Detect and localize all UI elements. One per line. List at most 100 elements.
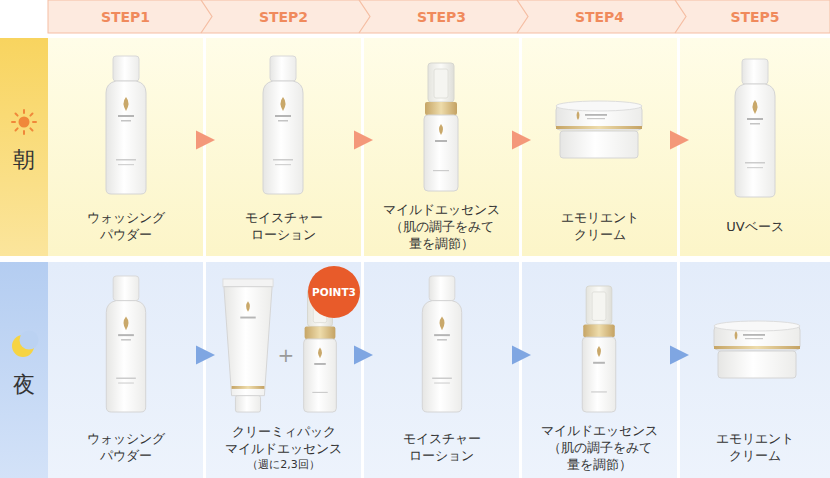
step-cell: エモリエント クリーム: [680, 262, 830, 478]
text-line: パウダー: [100, 226, 152, 243]
node-text: エモリエント クリーム: [522, 209, 677, 243]
text-line: STEP4: [575, 8, 624, 26]
node-text: STEP2: [206, 8, 361, 26]
text-line: STEP2: [259, 8, 308, 26]
step-arrow: [512, 346, 531, 365]
node-text: エモリエント クリーム: [680, 430, 830, 464]
node-text: ウォッシング パウダー: [48, 430, 203, 464]
node-text-group: モイスチャー ローション: [206, 209, 361, 243]
node-text-group: モイスチャー ローション: [364, 430, 519, 464]
node-text: UVベース: [680, 218, 830, 235]
text-line: ウォッシング: [87, 209, 165, 226]
node-text: マイルドエッセンス （肌の調子をみて 量を調節）: [522, 422, 677, 473]
node-text: クリーミィパック マイルドエッセンス: [206, 423, 361, 457]
node-text: STEP3: [364, 8, 519, 26]
text-line: ローション: [251, 226, 316, 243]
step-cell: モイスチャー ローション: [206, 38, 361, 256]
step-cell: エモリエント クリーム: [522, 38, 677, 256]
moon-icon: [12, 331, 39, 358]
time-band: 夜: [0, 262, 48, 478]
node-text: モイスチャー ローション: [364, 430, 519, 464]
step-header: [48, 0, 830, 33]
node-text-group: ウォッシング パウダー: [48, 430, 203, 464]
node-text-group: STEP4: [522, 8, 677, 26]
text-line: 量を調節）: [409, 235, 474, 252]
node-text-group: 夜: [0, 372, 48, 398]
text-line: クリーム: [729, 447, 781, 464]
node-text: STEP4: [522, 8, 677, 26]
step-cell: マイルドエッセンス （肌の調子をみて 量を調節）: [364, 38, 519, 256]
node-text-group: UVベース: [680, 218, 830, 235]
text-line: POINT3: [312, 286, 356, 299]
step-chevron: STEP2: [206, 0, 361, 33]
step-arrow: [196, 131, 215, 150]
step-chevron: STEP4: [522, 0, 677, 33]
step-arrow: [354, 346, 373, 365]
point-badge: POINT3: [308, 266, 360, 318]
node-text-group: STEP2: [206, 8, 361, 26]
text-line: マイルドエッセンス: [541, 422, 658, 439]
text-line: STEP3: [417, 8, 466, 26]
text-line: エモリエント: [716, 430, 794, 447]
step-cell: ウォッシング パウダー: [48, 38, 203, 256]
text-line: パウダー: [100, 447, 152, 464]
text-line: ローション: [409, 447, 474, 464]
node-text-group: ウォッシング パウダー: [48, 209, 203, 243]
node-text: STEP5: [680, 8, 830, 26]
product-pictures: [106, 56, 800, 412]
text-line: モイスチャー: [403, 430, 481, 447]
text-line: マイルドエッセンス: [383, 201, 500, 218]
text-line: エモリエント: [561, 209, 639, 226]
step-cell: モイスチャー ローション: [364, 262, 519, 478]
text-line: （肌の調子をみて: [548, 439, 652, 456]
step-chevron: STEP5: [680, 0, 830, 33]
time-band: 朝: [0, 38, 48, 256]
text-line: （肌の調子をみて: [390, 218, 494, 235]
node-text-group: STEP5: [680, 8, 830, 26]
node-text: ウォッシング パウダー: [48, 209, 203, 243]
step-cell: UVベース: [680, 38, 830, 256]
step-arrow: [670, 346, 689, 365]
node-text-group: クリーミィパック マイルドエッセンス（週に2,3回）: [206, 423, 361, 472]
step-arrow: [354, 131, 373, 150]
text-line: 夜: [13, 372, 35, 398]
node-text: モイスチャー ローション: [206, 209, 361, 243]
text-line: STEP5: [730, 8, 779, 26]
text-line: 量を調節）: [567, 456, 632, 473]
text-line: 朝: [13, 147, 35, 173]
node-text-group: エモリエント クリーム: [680, 430, 830, 464]
text-line: マイルドエッセンス: [225, 440, 342, 457]
node-text: 朝: [0, 147, 48, 173]
node-text-group: マイルドエッセンス （肌の調子をみて 量を調節）: [364, 201, 519, 252]
node-text: STEP1: [48, 8, 203, 26]
plus-sign: +: [276, 344, 296, 366]
row-grounds: [0, 38, 830, 478]
node-text-group: マイルドエッセンス （肌の調子をみて 量を調節）: [522, 422, 677, 473]
node-text: マイルドエッセンス （肌の調子をみて 量を調節）: [364, 201, 519, 252]
step-cell: マイルドエッセンス （肌の調子をみて 量を調節）: [522, 262, 677, 478]
step-chevron: STEP3: [364, 0, 519, 33]
node-text-group: POINT3: [308, 286, 360, 299]
step-chevron: STEP1: [48, 0, 203, 33]
node-text: 夜: [0, 372, 48, 398]
step-arrow: [512, 131, 531, 150]
node-text-group: 朝: [0, 147, 48, 173]
node-text: POINT3: [308, 286, 360, 299]
text-line: クリーム: [574, 226, 626, 243]
step-cell: クリーミィパック マイルドエッセンス（週に2,3回） POINT3: [206, 262, 361, 478]
text-line: モイスチャー: [245, 209, 323, 226]
text-line: STEP1: [101, 8, 150, 26]
node-text: （週に2,3回）: [206, 457, 361, 472]
text-line: UVベース: [726, 218, 783, 235]
text-line: ウォッシング: [87, 430, 165, 447]
node-text-group: エモリエント クリーム: [522, 209, 677, 243]
node-text-group: STEP3: [364, 8, 519, 26]
text-line: クリーミィパック: [232, 423, 336, 440]
step-arrow: [196, 346, 215, 365]
sun-icon: [12, 110, 36, 134]
node-text-group: STEP1: [48, 8, 203, 26]
text-line: （週に2,3回）: [247, 457, 320, 472]
step-cell: ウォッシング パウダー: [48, 262, 203, 478]
